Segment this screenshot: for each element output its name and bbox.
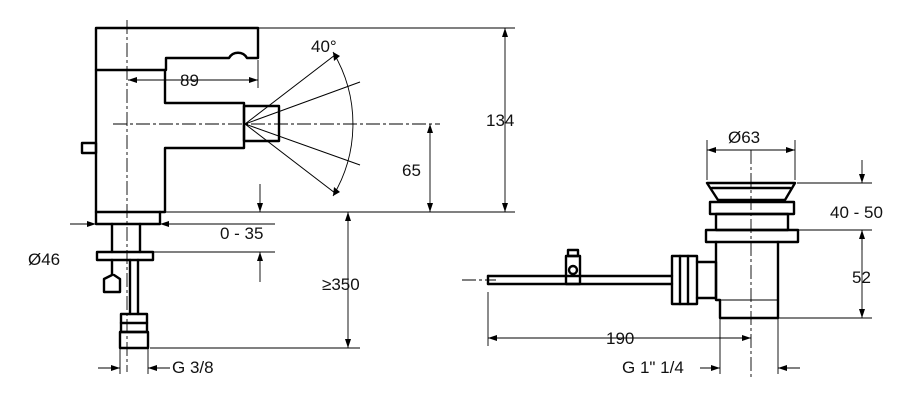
label-total-height: 134 bbox=[486, 111, 514, 130]
label-plug-diameter: Ø63 bbox=[728, 128, 760, 147]
label-spout-height: 65 bbox=[402, 161, 421, 180]
label-angle: 40° bbox=[311, 37, 337, 56]
waste-centerlines bbox=[462, 150, 752, 380]
waste-assembly bbox=[486, 181, 800, 320]
label-inlet-thread: G 3/8 bbox=[172, 358, 214, 377]
mixer-dimension-lines bbox=[70, 27, 515, 374]
label-lever-reach: 89 bbox=[180, 71, 199, 90]
mixer-underside bbox=[95, 222, 155, 350]
dimension-labels: 40° 89 134 65 0 - 35 Ø46 ≥350 G 3/8 Ø63 … bbox=[28, 37, 883, 377]
label-plug-travel: 40 - 50 bbox=[830, 203, 883, 222]
label-hose-length: ≥350 bbox=[322, 275, 360, 294]
waste-dimension-lines bbox=[487, 140, 872, 374]
mixer-centerlines bbox=[113, 20, 440, 372]
label-rod-length: 190 bbox=[606, 329, 634, 348]
label-waste-height: 52 bbox=[852, 268, 871, 287]
label-waste-thread: G 1" 1/4 bbox=[622, 358, 684, 377]
spray-angle bbox=[244, 51, 361, 197]
label-deck-thickness: 0 - 35 bbox=[220, 224, 263, 243]
label-base-diameter: Ø46 bbox=[28, 250, 60, 269]
